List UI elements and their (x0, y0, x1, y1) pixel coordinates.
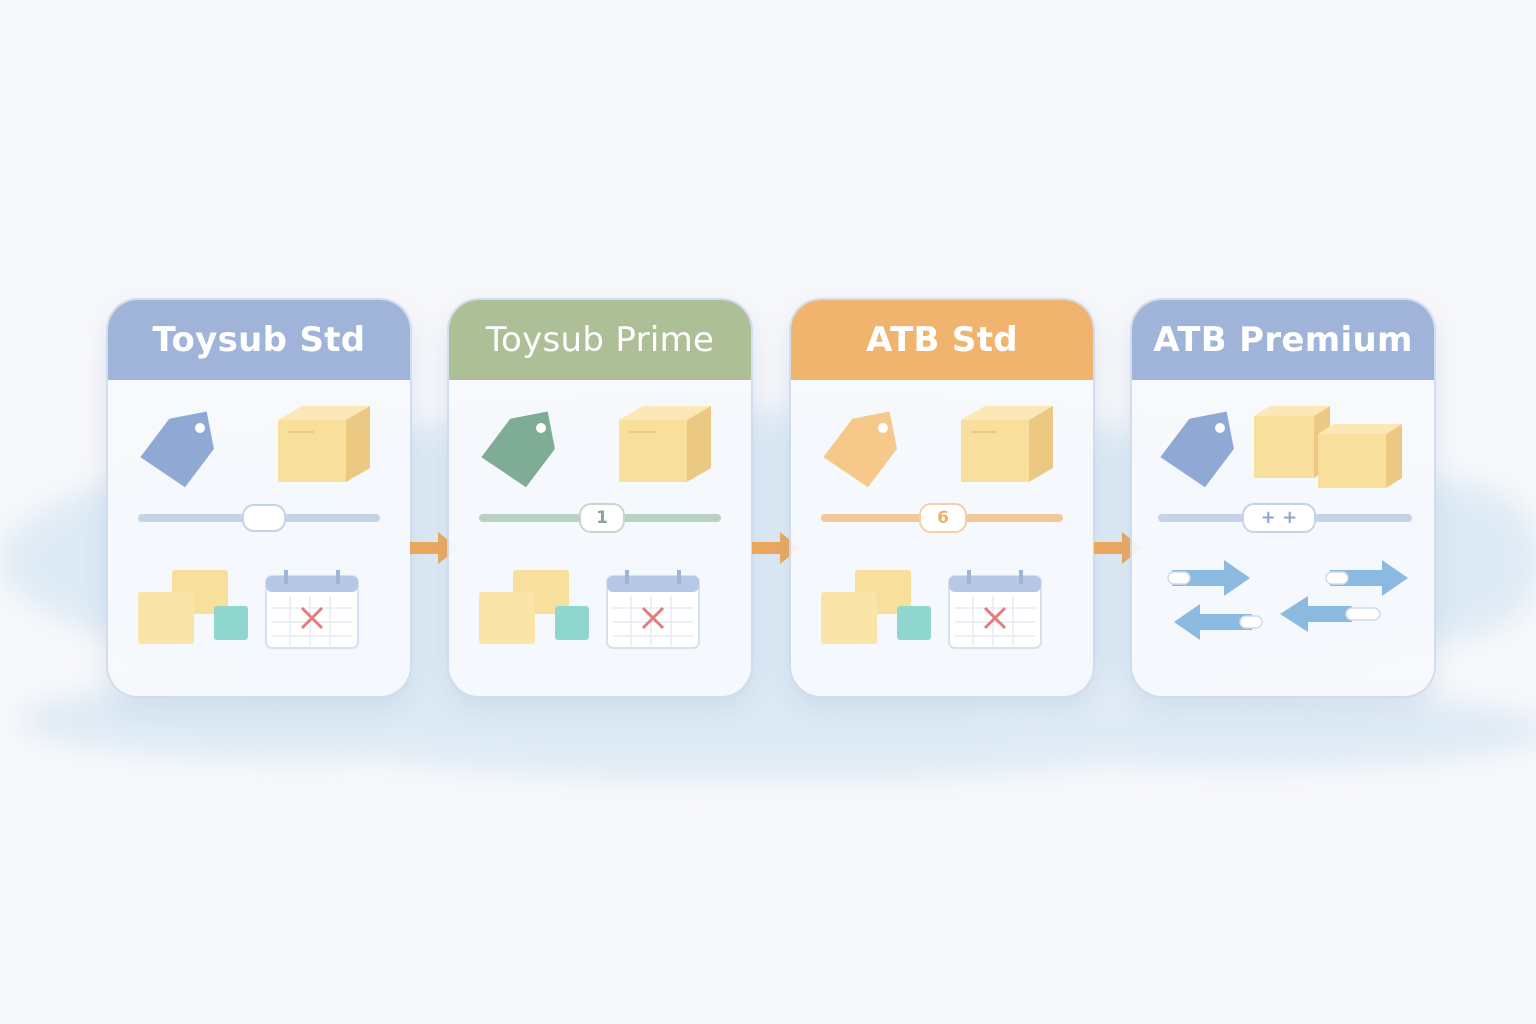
flow-arrow (410, 532, 458, 564)
boxes-icon (138, 570, 248, 644)
tag-icon (823, 411, 897, 488)
tag-icon (140, 411, 214, 488)
box-icon (278, 406, 370, 482)
slider-badge: 1 (579, 503, 625, 533)
calendar-x-icon (948, 570, 1042, 649)
double-box-icon (1254, 406, 1402, 488)
slider-icon: 6 (821, 503, 1063, 533)
card-title: Toysub Prime (449, 300, 751, 380)
card-title: ATB Std (791, 300, 1093, 380)
card-atb-std: ATB Std 6 (791, 300, 1093, 696)
box-icon (961, 406, 1053, 482)
card-atb-premium: ATB Premium + + (1132, 300, 1434, 696)
calendar-x-icon (606, 570, 700, 649)
slider-icon: + + (1158, 503, 1412, 533)
card-toysub-std: Toysub Std (108, 300, 410, 696)
slider-badge (242, 504, 286, 532)
slider-icon: 1 (479, 503, 721, 533)
calendar-x-icon (265, 570, 359, 649)
tag-icon (1160, 411, 1234, 488)
flow-arrow (752, 532, 800, 564)
boxes-icon (821, 570, 931, 644)
boxes-icon (479, 570, 589, 644)
card-toysub-prime: Toysub Prime 1 (449, 300, 751, 696)
card-title: Toysub Std (108, 300, 410, 380)
card-title: ATB Premium (1132, 300, 1434, 380)
tag-icon (481, 411, 555, 488)
slider-badge: + + (1242, 503, 1316, 533)
slider-badge: 6 (919, 503, 967, 533)
slider-icon (138, 504, 380, 532)
swap-arrows-icon (1167, 560, 1408, 640)
flow-arrow (1094, 532, 1142, 564)
box-icon (619, 406, 711, 482)
